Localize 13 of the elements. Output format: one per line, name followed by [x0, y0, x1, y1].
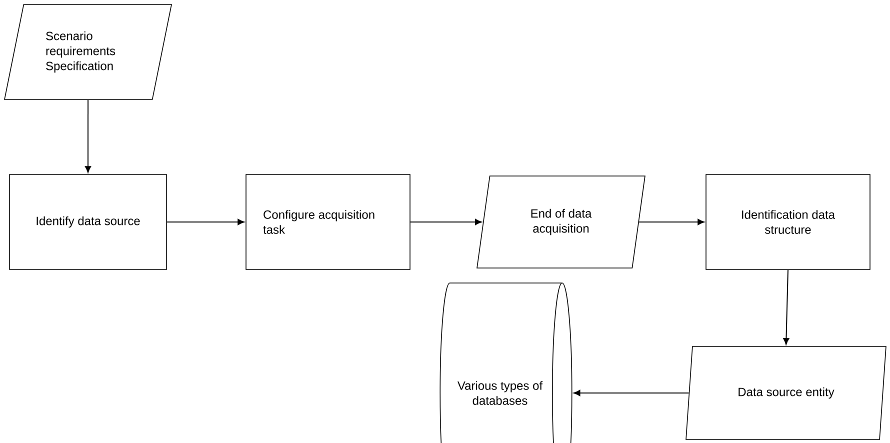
data-parallelogram: End of data acquisition: [476, 176, 646, 268]
arrow: [574, 390, 690, 396]
data-parallelogram: Data source entity: [686, 346, 886, 440]
data-parallelogram: Scenario requirements Specification: [4, 4, 172, 100]
process-box: Identify data source: [9, 174, 167, 270]
database-cylinder: Various types of databases: [440, 282, 572, 443]
process-box: Configure acquisition task: [246, 174, 410, 270]
process-box: Identification data structure: [706, 174, 870, 270]
arrow: [638, 218, 704, 226]
arrow: [783, 269, 790, 345]
arrow: [166, 218, 244, 226]
arrow: [410, 218, 482, 226]
arrow: [84, 99, 92, 173]
